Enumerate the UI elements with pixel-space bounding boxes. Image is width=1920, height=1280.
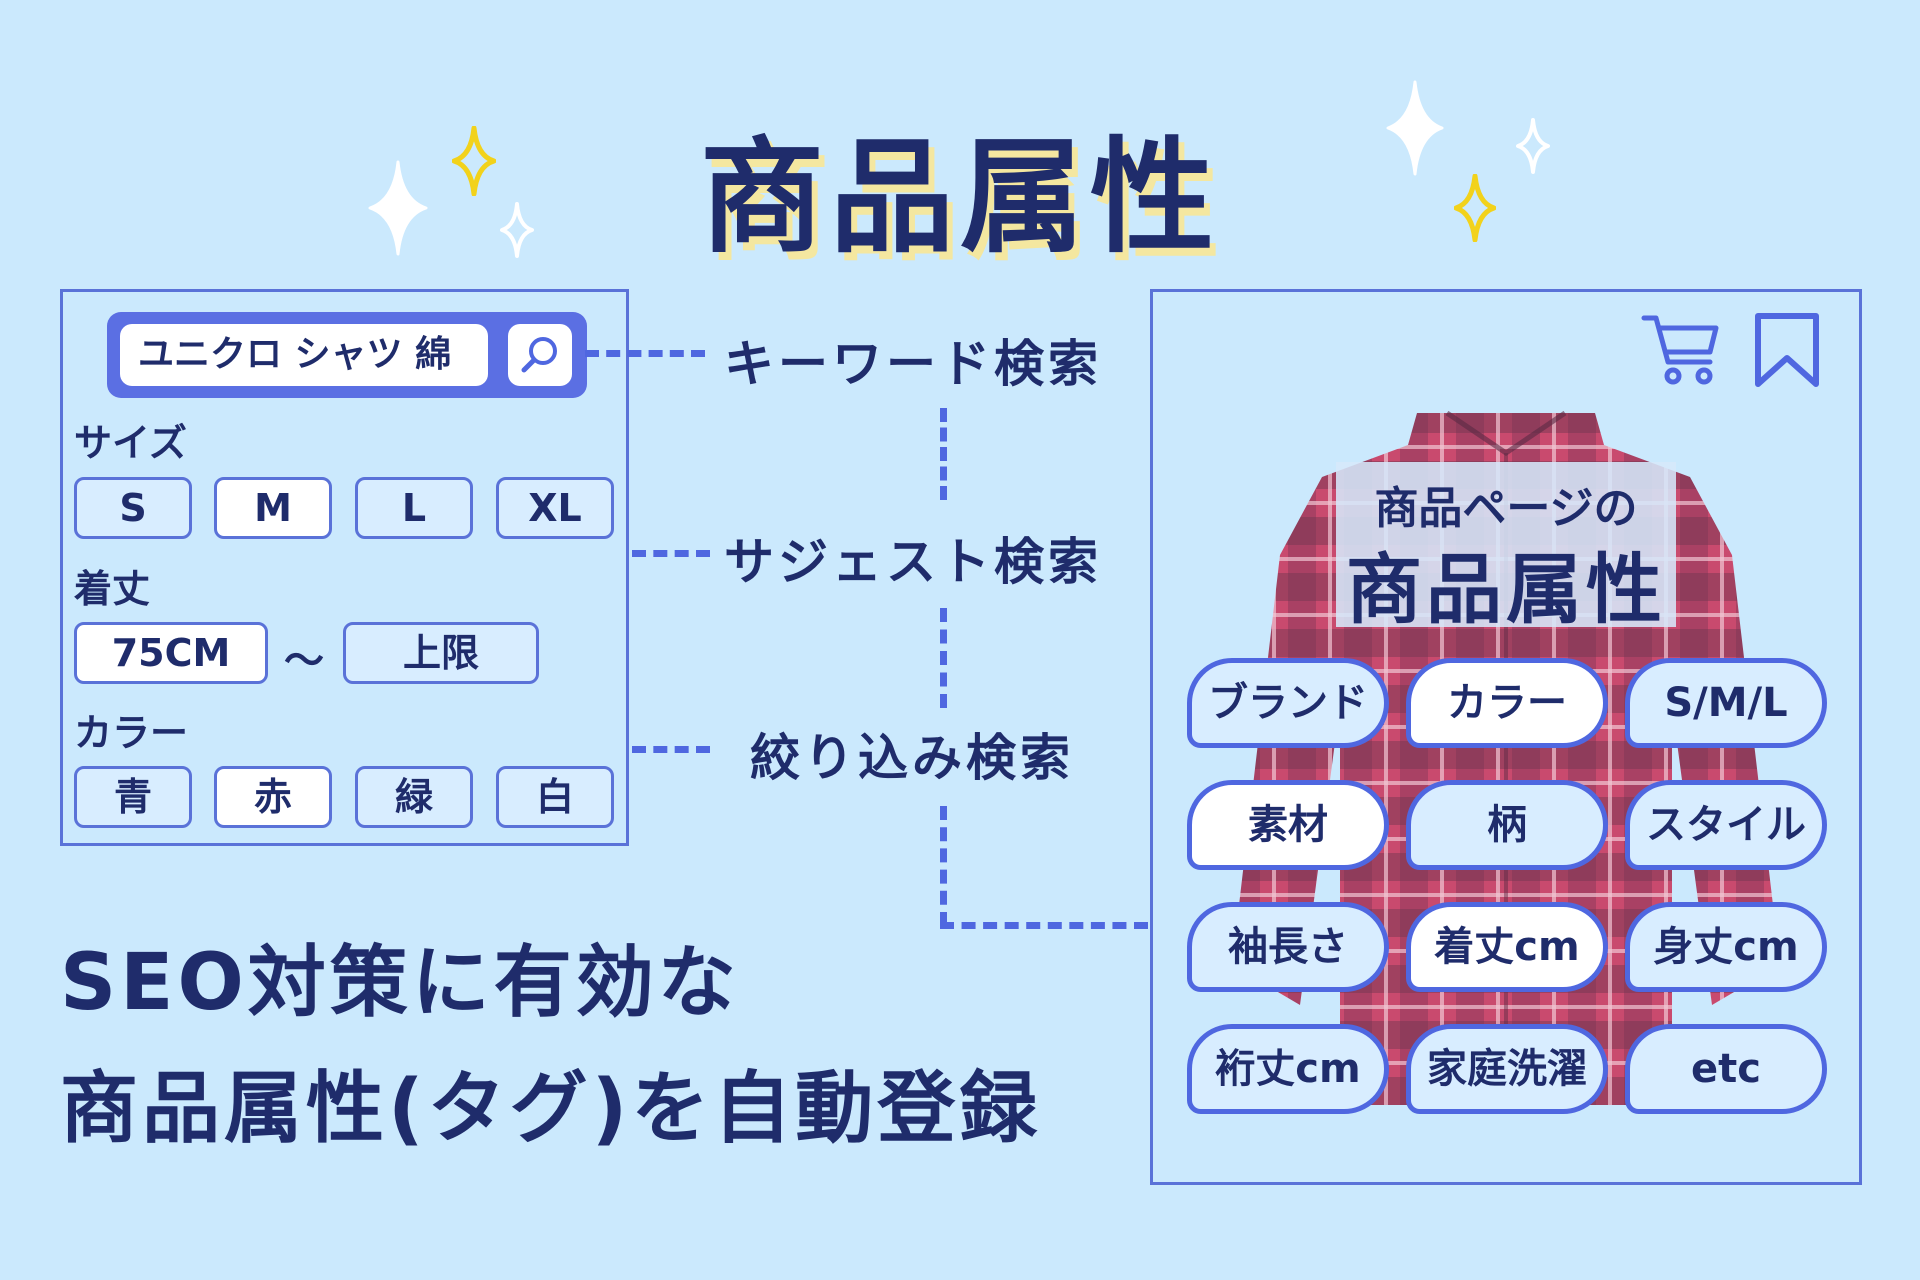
size-chip-xl[interactable]: XL — [496, 477, 614, 539]
sparkle-white-right-icon — [1516, 118, 1550, 174]
length-min-field[interactable]: 75CM — [74, 622, 268, 684]
filter-panel — [60, 289, 629, 846]
bookmark-icon[interactable] — [1752, 312, 1822, 390]
sparkle-yellow-icon — [452, 126, 496, 196]
tag-body-length-cm[interactable]: 身丈cm — [1625, 902, 1827, 992]
product-page-label: 商品ページの 商品属性 — [1336, 462, 1676, 634]
page-title: 商品属性 — [699, 126, 1220, 270]
connector-vertical-3 — [940, 806, 947, 926]
sparkle-white-icon — [368, 160, 428, 256]
tag-home-wash[interactable]: 家庭洗濯 — [1406, 1024, 1608, 1114]
sparkle-yellow-right-icon — [1454, 174, 1496, 242]
tag-sleeve-cm[interactable]: 裄丈cm — [1187, 1024, 1389, 1114]
tag-size[interactable]: S/M/L — [1625, 658, 1827, 748]
overlay-title: 商品属性 — [1346, 545, 1666, 634]
color-chip-white[interactable]: 白 — [496, 766, 614, 828]
search-input[interactable]: ユニクロ シャツ 綿 — [120, 324, 488, 386]
suggest-search-label: サジェスト検索 — [724, 533, 1102, 591]
size-chip-s[interactable]: S — [74, 477, 192, 539]
caption-line-2: 商品属性(タグ)を自動登録 — [60, 1064, 1042, 1154]
tag-material[interactable]: 素材 — [1187, 780, 1389, 870]
connector-keyword — [585, 350, 705, 357]
connector-vertical-2 — [940, 608, 947, 708]
magnifier-icon — [521, 337, 557, 373]
sparkle-white-large-icon — [1386, 80, 1444, 176]
connector-filter — [632, 746, 710, 753]
sparkle-white-small-icon — [500, 202, 534, 258]
search-button[interactable] — [508, 324, 572, 386]
size-chip-m[interactable]: M — [214, 477, 332, 539]
connector-suggest — [632, 550, 710, 557]
color-label: カラー — [74, 711, 189, 755]
length-max-field[interactable]: 上限 — [343, 622, 539, 684]
keyword-search-label: キーワード検索 — [724, 335, 1102, 393]
filter-search-label: 絞り込み検索 — [750, 729, 1074, 787]
color-chip-blue[interactable]: 青 — [74, 766, 192, 828]
tag-brand[interactable]: ブランド — [1187, 658, 1389, 748]
color-chip-green[interactable]: 緑 — [355, 766, 473, 828]
tag-length-cm[interactable]: 着丈cm — [1406, 902, 1608, 992]
range-separator: 〜 — [284, 638, 324, 684]
length-label: 着丈 — [74, 567, 151, 611]
connector-to-product — [940, 922, 1148, 929]
tag-pattern[interactable]: 柄 — [1406, 780, 1608, 870]
tag-style[interactable]: スタイル — [1625, 780, 1827, 870]
tag-sleeve-length[interactable]: 袖長さ — [1187, 902, 1389, 992]
overlay-subtitle: 商品ページの — [1374, 483, 1638, 534]
connector-vertical-1 — [940, 408, 947, 500]
caption-line-1: SEO対策に有効な — [60, 938, 740, 1028]
product-panel — [1150, 289, 1862, 1185]
size-label: サイズ — [74, 421, 187, 465]
tag-etc[interactable]: etc — [1625, 1024, 1827, 1114]
color-chip-red[interactable]: 赤 — [214, 766, 332, 828]
size-chip-l[interactable]: L — [355, 477, 473, 539]
tag-color[interactable]: カラー — [1406, 658, 1608, 748]
cart-icon[interactable] — [1640, 310, 1722, 390]
